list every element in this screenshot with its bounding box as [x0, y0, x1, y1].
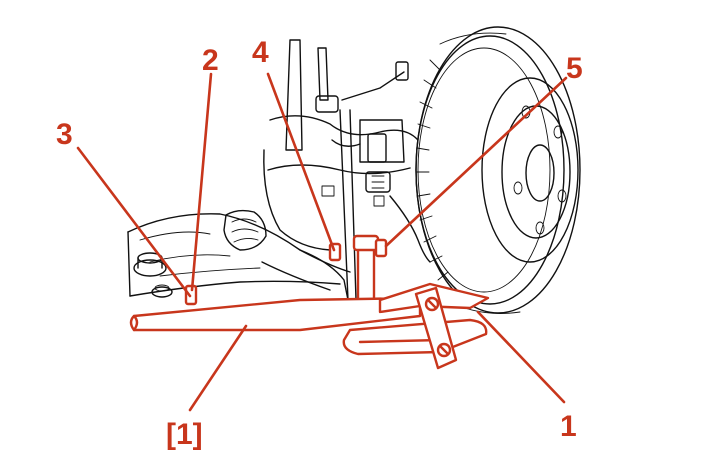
knuckle-and-body: [223, 149, 431, 263]
brake-disc: [415, 26, 581, 314]
callout-4: 4: [252, 36, 269, 69]
leader-1: [476, 310, 566, 404]
callout-2: 2: [202, 44, 219, 77]
fitting-item-2: [184, 284, 198, 306]
callout-1: 1: [560, 410, 577, 443]
leader-2: [190, 72, 213, 292]
callout-labels: 2 4 5 3 1 [1]: [56, 36, 583, 451]
leader-3: [76, 146, 192, 298]
leader-5: [384, 76, 568, 248]
callout-5: 5: [566, 52, 583, 85]
callout-3: 3: [56, 118, 73, 151]
tool-spindle: [356, 244, 376, 302]
leader-4: [266, 72, 336, 252]
leader-tool: [188, 324, 248, 412]
leader-lines: [76, 72, 568, 412]
tool-lower-jaw: [342, 318, 488, 356]
tool-spindle-head: [352, 234, 380, 252]
callout-tool: [1]: [166, 418, 203, 451]
strut-assembly: [267, 39, 419, 301]
tool-lever-bar: [129, 296, 422, 332]
fitting-item-5: [374, 238, 388, 258]
suspension-linework: [127, 26, 581, 314]
lower-control-arm: [127, 213, 351, 301]
